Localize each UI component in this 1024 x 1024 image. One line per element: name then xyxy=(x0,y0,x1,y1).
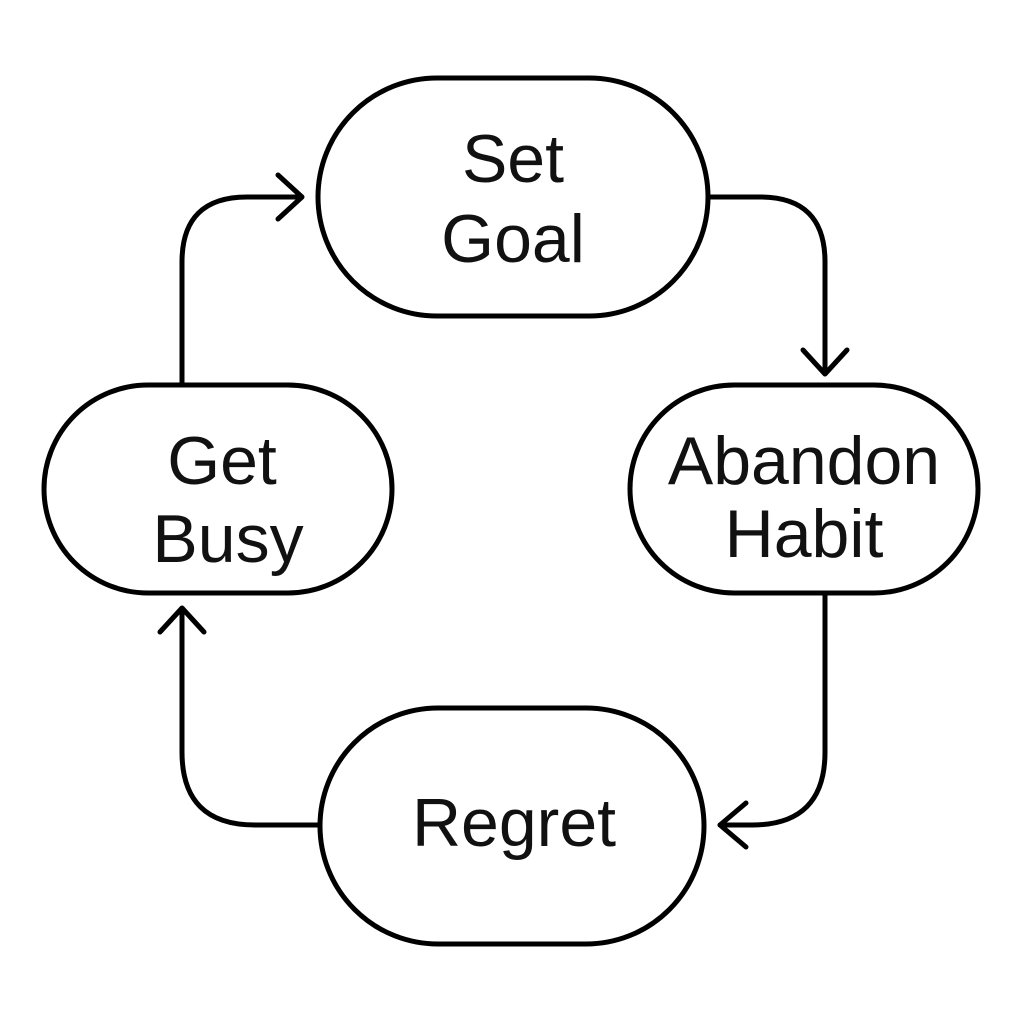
arrowhead-into-set-goal xyxy=(275,172,305,222)
connector-get-busy-to-set-goal xyxy=(179,194,303,386)
connector-regret-to-get-busy xyxy=(179,607,323,828)
node-get-busy-label-line2: Busy xyxy=(152,501,303,577)
node-regret: Regret xyxy=(317,705,707,947)
connector-set-goal-to-abandon-habit xyxy=(703,194,828,375)
node-set-goal: Set Goal xyxy=(315,75,711,319)
node-abandon-habit-shape xyxy=(627,382,981,596)
node-abandon-habit: Abandon Habit xyxy=(627,382,981,596)
node-regret-shape xyxy=(317,705,707,947)
node-abandon-habit-label-line1: Abandon xyxy=(668,423,940,499)
arrowhead-into-regret xyxy=(717,800,749,850)
node-set-goal-label-line2: Goal xyxy=(441,201,585,277)
node-get-busy-shape xyxy=(41,382,395,596)
node-get-busy: Get Busy xyxy=(41,382,395,596)
node-set-goal-label-line1: Set xyxy=(462,121,564,197)
node-abandon-habit-label-line2: Habit xyxy=(725,496,884,572)
connector-abandon-habit-to-regret xyxy=(717,592,828,828)
arrowhead-into-abandon-habit xyxy=(800,347,850,377)
arrowhead-into-get-busy xyxy=(157,605,207,635)
node-regret-label: Regret xyxy=(412,785,616,861)
node-set-goal-shape xyxy=(315,75,711,319)
node-get-busy-label-line1: Get xyxy=(167,423,277,499)
